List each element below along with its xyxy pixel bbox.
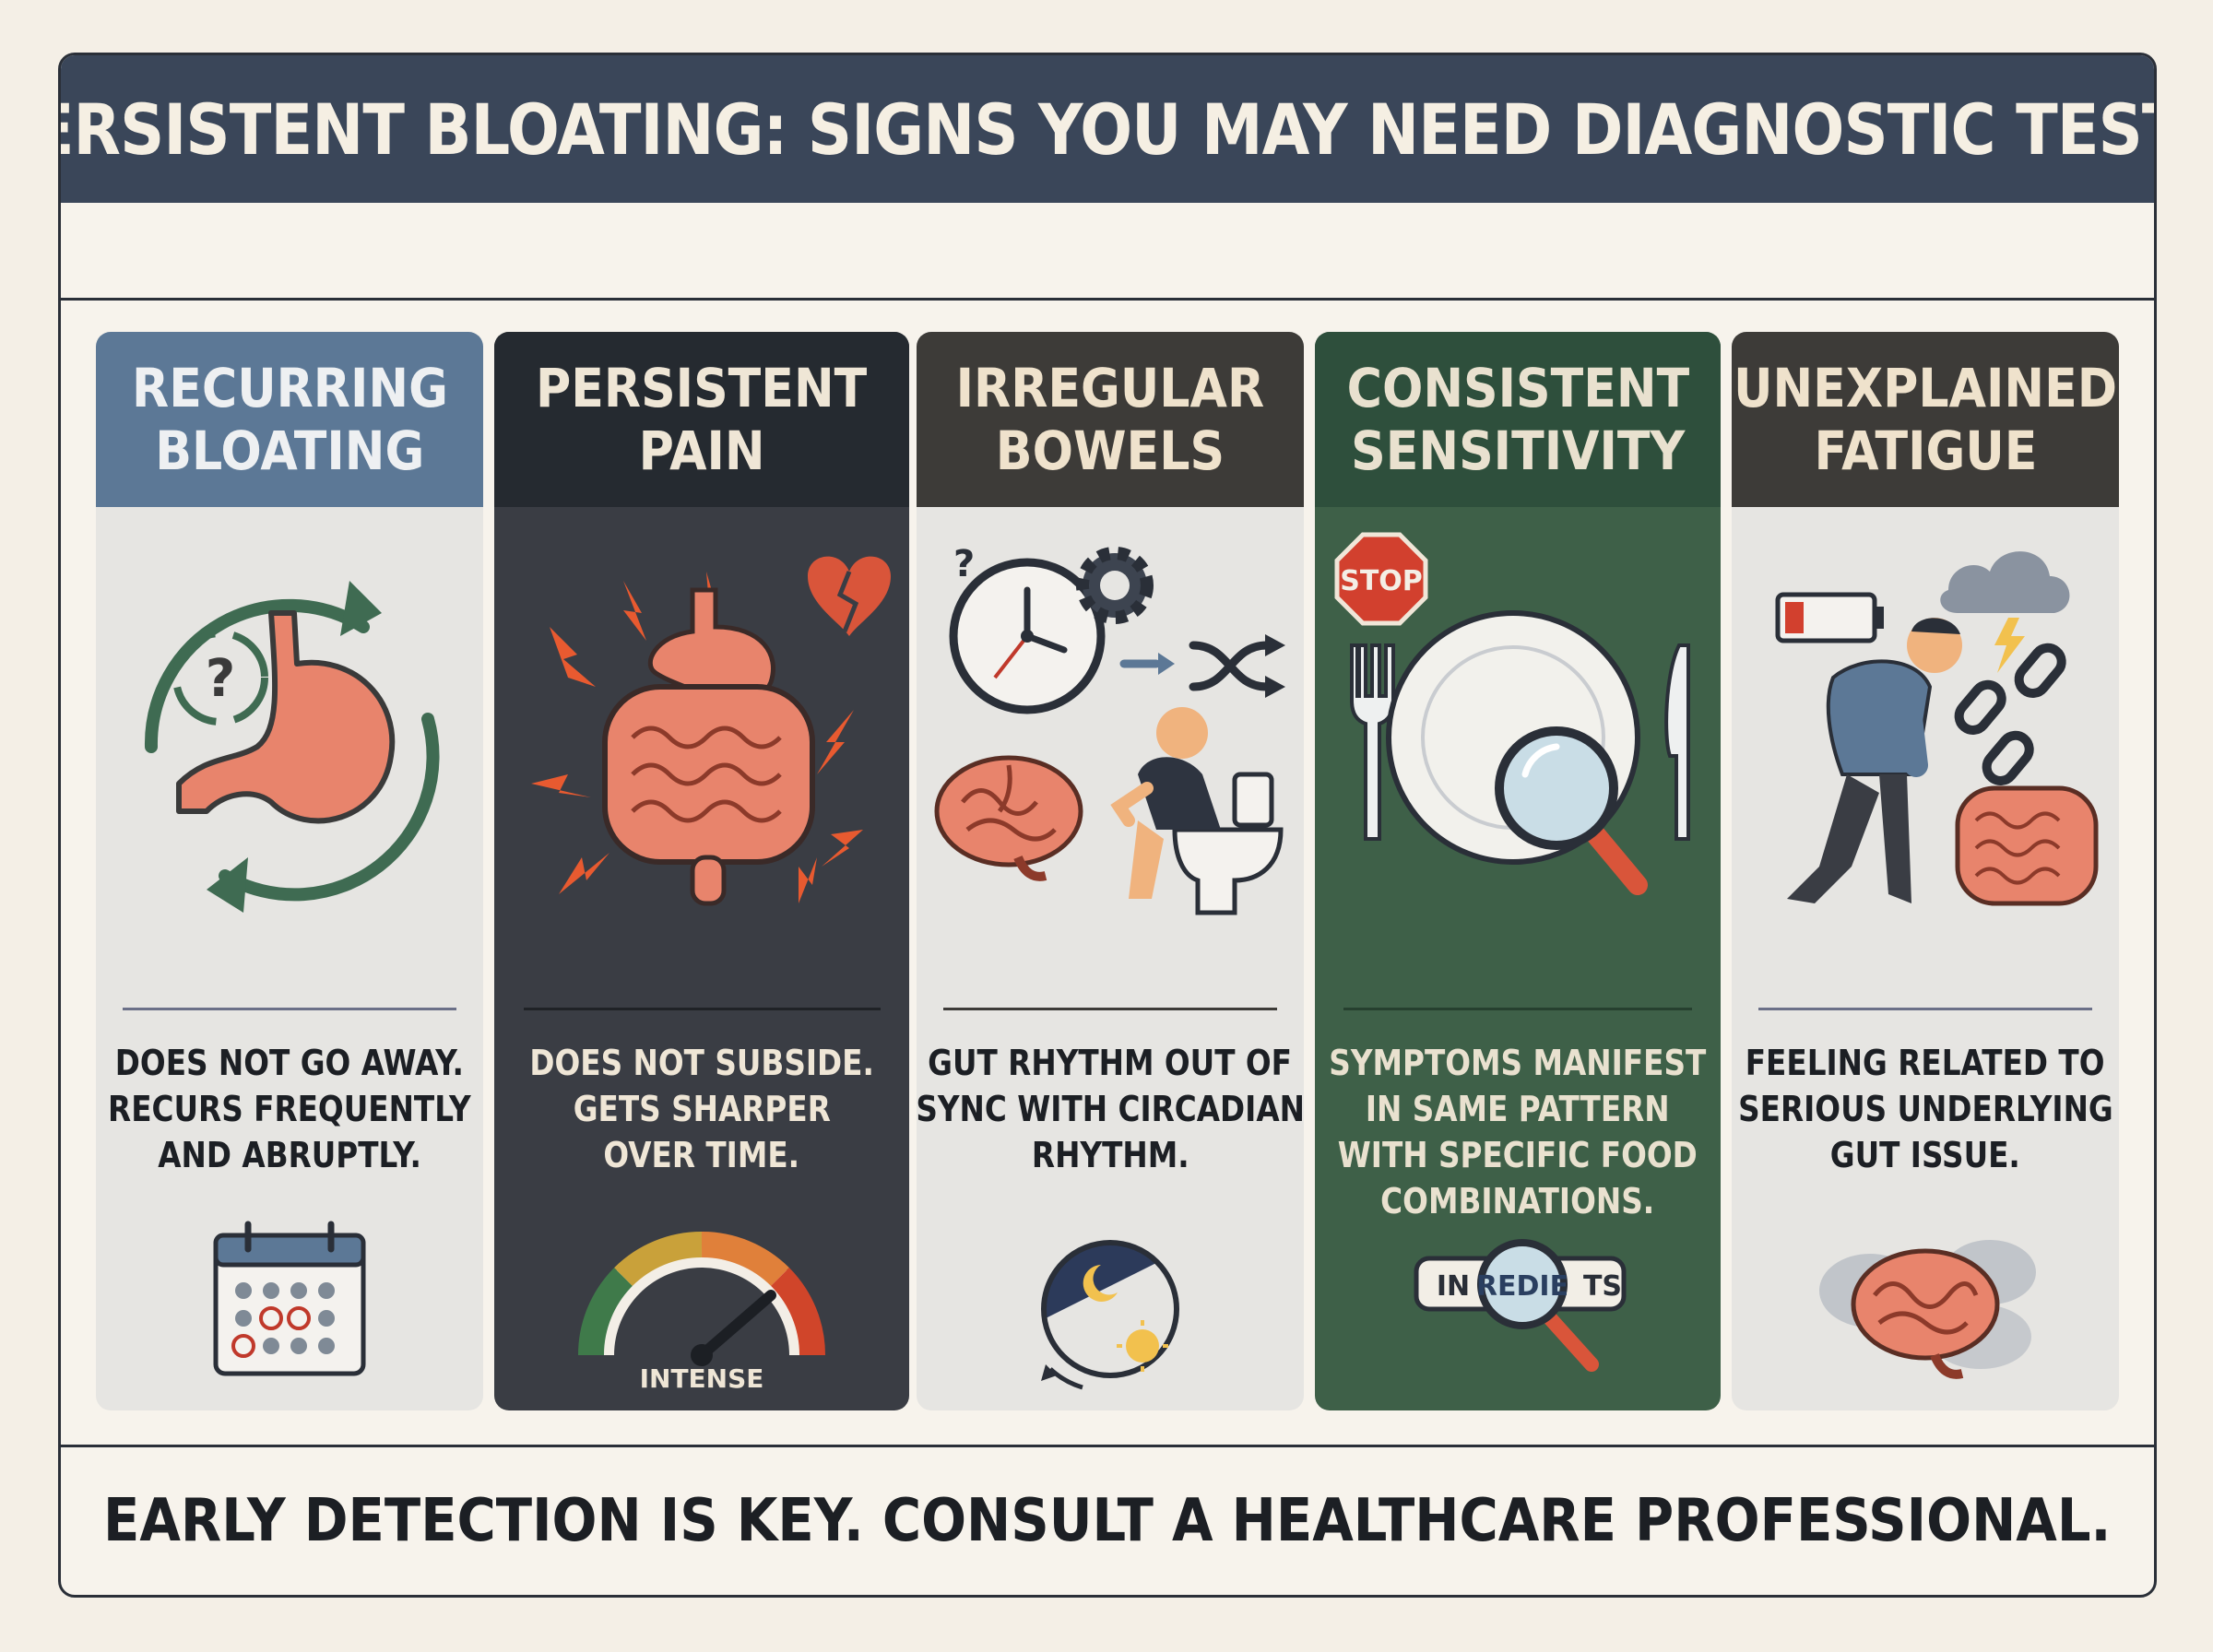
panel-heading: UNEXPLAINED FATIGUE xyxy=(1732,332,2119,507)
desc-line: RECURS FREQUENTLY xyxy=(108,1089,471,1129)
label-magnified: REDIE xyxy=(1476,1270,1568,1303)
desc-line: GETS SHARPER xyxy=(573,1089,831,1129)
question-mark: ? xyxy=(953,543,975,585)
panel-description: DOES NOT SUBSIDE. GETS SHARPER OVER TIME… xyxy=(494,1040,909,1178)
panel-description: FEELING RELATED TO SERIOUS UNDERLYING GU… xyxy=(1732,1040,2119,1178)
panel-illustration xyxy=(1732,525,2119,931)
panel-divider xyxy=(1758,1008,2092,1010)
panel-illustration xyxy=(494,525,909,931)
pain-burst-icon xyxy=(531,572,863,903)
panel-recurring-bloating: RECURRING BLOATING ? xyxy=(96,332,483,1410)
panel-illustration: ? xyxy=(96,525,483,931)
desc-line: SYMPTOMS MANIFEST xyxy=(1329,1043,1707,1083)
desc-line: GUT RHYTHM OUT OF xyxy=(928,1043,1293,1083)
stop-sign-icon: STOP xyxy=(1334,532,1428,626)
broken-heart-icon xyxy=(808,556,891,636)
panel-description: DOES NOT GO AWAY. RECURS FREQUENTLY AND … xyxy=(96,1040,483,1178)
heading-line: IRREGULAR xyxy=(955,357,1265,419)
desc-line: WITH SPECIFIC FOOD xyxy=(1337,1135,1698,1175)
desc-line: RHYTHM. xyxy=(1031,1135,1189,1175)
panel-divider xyxy=(123,1008,456,1010)
panel-heading: IRREGULAR BOWELS xyxy=(917,332,1304,507)
desc-line: AND ABRUPTLY. xyxy=(158,1135,421,1175)
panel-heading: PERSISTENT PAIN xyxy=(494,332,909,507)
footer-divider xyxy=(61,1445,2154,1447)
header-banner: PERSISTENT BLOATING: SIGNS YOU MAY NEED … xyxy=(61,55,2154,203)
heading-line: CONSISTENT xyxy=(1346,357,1689,419)
digestive-system-icon xyxy=(602,587,815,906)
heading-line: PERSISTENT xyxy=(536,357,868,419)
panel-irregular-bowels: IRREGULAR BOWELS ? xyxy=(917,332,1304,1410)
storm-cloud-icon xyxy=(1940,551,2070,673)
desc-line: GUT ISSUE. xyxy=(1829,1135,2021,1175)
heading-line: PAIN xyxy=(638,419,765,482)
ingredients-label-icon: IN TS REDIE xyxy=(1315,1208,1721,1392)
shuffle-icon xyxy=(1119,634,1285,698)
page-title: PERSISTENT BLOATING: SIGNS YOU MAY NEED … xyxy=(58,88,2157,171)
desc-line: IN SAME PATTERN xyxy=(1366,1089,1670,1129)
day-night-cycle-icon xyxy=(917,1208,1304,1392)
heading-line: BLOATING xyxy=(154,419,425,482)
header-divider xyxy=(61,298,2154,301)
desc-line: OVER TIME. xyxy=(603,1135,800,1175)
clock-icon xyxy=(949,558,1106,714)
label-right: TS xyxy=(1583,1270,1622,1303)
brain-icon xyxy=(934,755,1083,881)
heading-line: UNEXPLAINED xyxy=(1734,357,2117,419)
desc-line: DOES NOT SUBSIDE. xyxy=(529,1043,874,1083)
intensity-gauge-icon: INTENSE xyxy=(494,1208,909,1392)
magnifier-icon xyxy=(1495,726,1648,895)
calendar-icon xyxy=(96,1208,483,1392)
toilet-person-icon xyxy=(1110,707,1284,915)
stop-label: STOP xyxy=(1340,565,1423,597)
desc-line: SERIOUS UNDERLYING xyxy=(1737,1089,2113,1129)
footer-message: EARLY DETECTION IS KEY. CONSULT A HEALTH… xyxy=(103,1487,2112,1555)
panel-heading: RECURRING BLOATING xyxy=(96,332,483,507)
low-battery-icon xyxy=(1775,592,1884,643)
svg-text:?: ? xyxy=(206,649,235,709)
intestine-icon xyxy=(1955,785,2099,906)
panel-divider xyxy=(523,1008,881,1010)
footer-banner: EARLY DETECTION IS KEY. CONSULT A HEALTH… xyxy=(61,1447,2154,1595)
stomach-icon xyxy=(176,610,396,824)
cycle-arrows-icon xyxy=(144,581,440,913)
desc-line: COMBINATIONS. xyxy=(1380,1181,1655,1221)
panel-unexplained-fatigue: UNEXPLAINED FATIGUE xyxy=(1732,332,2119,1410)
panel-illustration: STOP xyxy=(1315,525,1721,931)
infographic-frame: PERSISTENT BLOATING: SIGNS YOU MAY NEED … xyxy=(58,53,2157,1598)
question-mark-icon: ? xyxy=(172,630,268,726)
broken-chain-icon xyxy=(1954,643,2066,785)
heading-line: RECURRING xyxy=(131,357,448,419)
desc-line: DOES NOT GO AWAY. xyxy=(114,1043,465,1083)
foggy-brain-icon xyxy=(1732,1208,2119,1392)
gauge-label: INTENSE xyxy=(640,1363,764,1392)
panel-persistent-pain: PERSISTENT PAIN xyxy=(494,332,909,1410)
desc-line: SYNC WITH CIRCADIAN xyxy=(917,1089,1304,1129)
heading-line: FATIGUE xyxy=(1814,419,2037,482)
tired-person-icon xyxy=(1787,618,1962,903)
panel-consistent-sensitivity: CONSISTENT SENSITIVITY STOP xyxy=(1315,332,1721,1410)
heading-line: BOWELS xyxy=(995,419,1225,482)
panel-heading: CONSISTENT SENSITIVITY xyxy=(1315,332,1721,507)
panel-divider xyxy=(943,1008,1277,1010)
heading-line: SENSITIVITY xyxy=(1350,419,1686,482)
knife-icon xyxy=(1664,643,1690,841)
panel-illustration: ? xyxy=(917,525,1304,931)
gear-icon xyxy=(1076,547,1154,624)
panel-description: GUT RHYTHM OUT OF SYNC WITH CIRCADIAN RH… xyxy=(917,1040,1304,1178)
desc-line: FEELING RELATED TO xyxy=(1746,1043,2105,1083)
panel-divider xyxy=(1343,1008,1693,1010)
panel-description: SYMPTOMS MANIFEST IN SAME PATTERN WITH S… xyxy=(1315,1040,1721,1224)
label-left: IN xyxy=(1437,1270,1470,1303)
